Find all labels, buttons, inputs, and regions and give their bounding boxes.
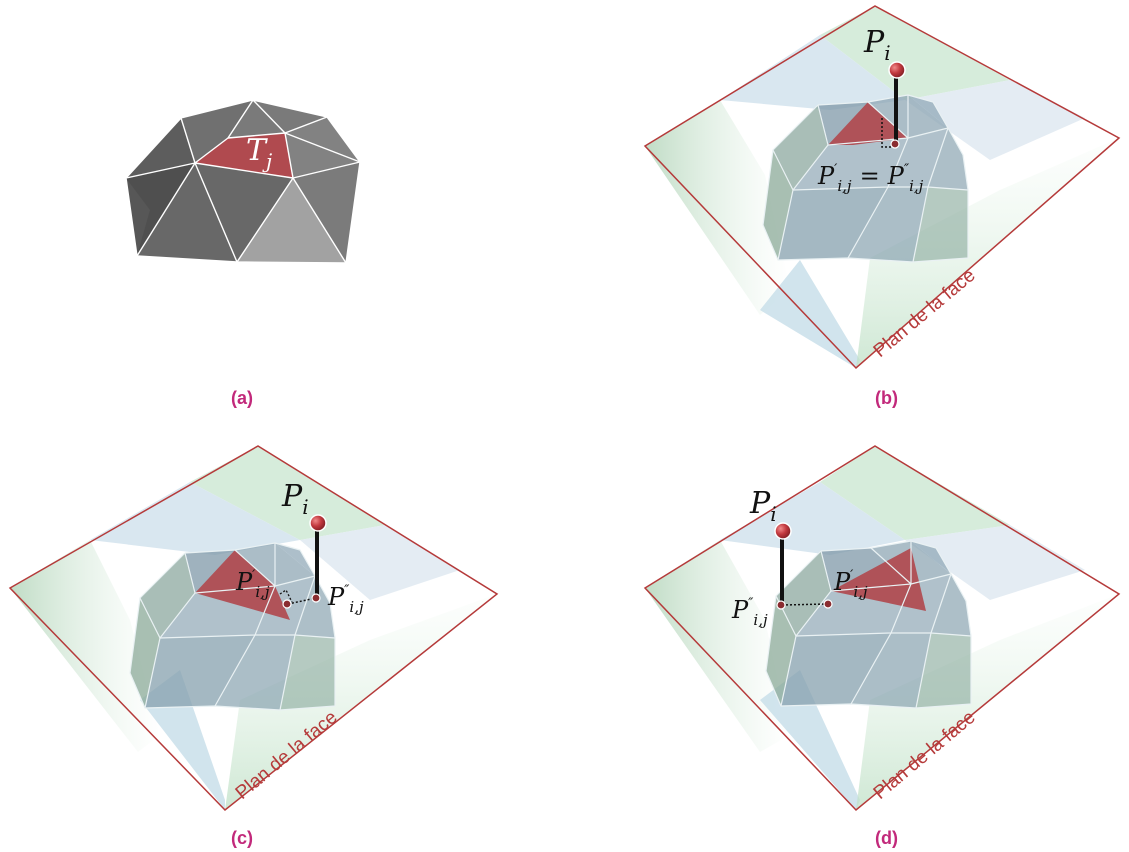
point-pi <box>774 522 792 540</box>
label-pi: Pi <box>281 479 309 519</box>
point-projection <box>890 139 900 149</box>
label-p-prime: P′i,j <box>235 568 270 601</box>
point-pi <box>309 514 327 532</box>
label-pi: Pi <box>863 25 891 65</box>
dotted-guide <box>881 118 894 148</box>
point-projection-plane <box>311 593 321 603</box>
triangle-label-tj: Tj <box>246 133 272 173</box>
label-projection-equal: P′i,j=P″i,j <box>817 162 924 195</box>
point-projection-triangle <box>282 599 292 609</box>
point-projection-triangle <box>823 599 833 609</box>
panel-b: Pi P′i,j=P″i,j Plan de la face (b) <box>643 5 1121 408</box>
mesh-translucent <box>129 542 336 711</box>
caption-c: (c) <box>231 828 253 848</box>
caption-b: (b) <box>875 388 898 408</box>
mesh-translucent <box>765 540 972 709</box>
highlight-triangle <box>195 550 290 620</box>
label-p-prime: P′i,j <box>833 568 868 601</box>
mesh-translucent <box>762 94 969 263</box>
caption-a: (a) <box>231 388 253 408</box>
panel-d: Pi P′i,j P″i,j Plan de la face (d) <box>643 445 1121 848</box>
dotted-guide-corner <box>279 589 293 603</box>
caption-d: (d) <box>875 828 898 848</box>
point-pi <box>888 61 906 79</box>
panel-c: Pi P′i,j P″i,j Plan de la face (c) <box>8 445 499 848</box>
mesh-opaque <box>125 99 361 264</box>
label-pi: Pi <box>749 486 777 526</box>
highlight-triangle <box>831 548 926 611</box>
label-p-double-prime: P″i,j <box>731 596 768 629</box>
label-p-double-prime: P″i,j <box>327 583 364 616</box>
point-projection-plane <box>776 600 786 610</box>
dotted-guide <box>287 597 317 605</box>
panel-a: Tj (a) <box>125 99 361 408</box>
highlight-triangle <box>828 102 908 145</box>
